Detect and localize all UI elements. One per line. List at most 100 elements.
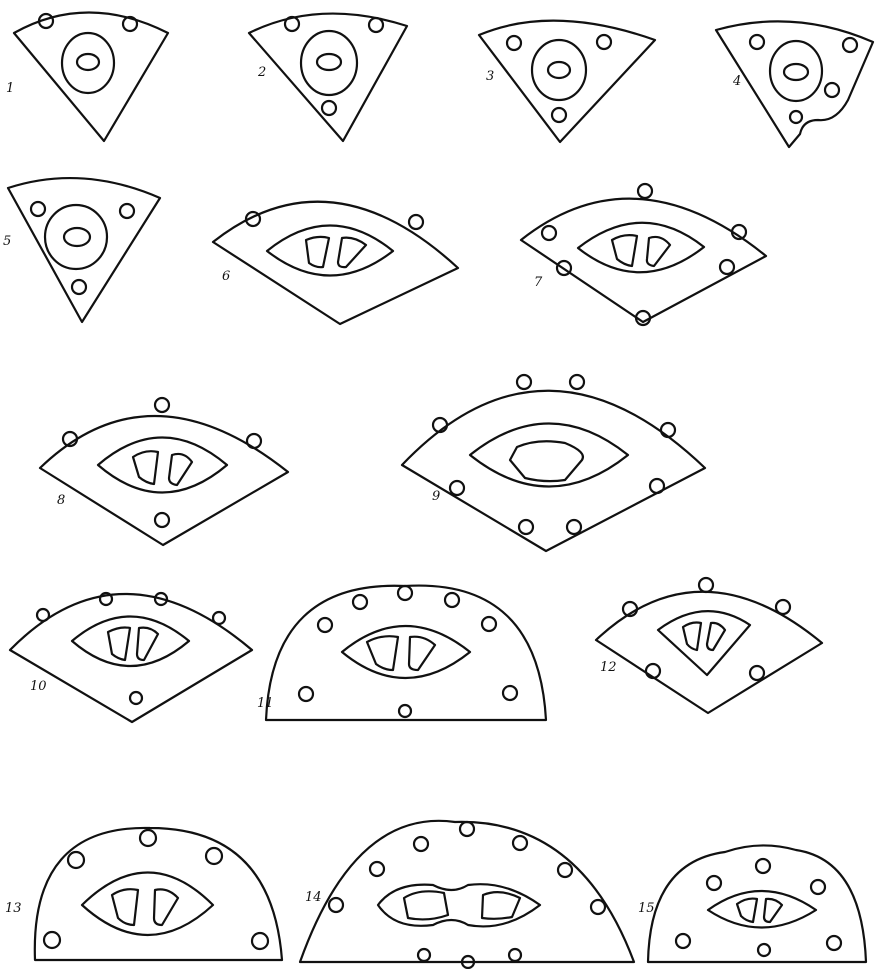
stele-ring [470,424,628,487]
section-outline [402,391,705,551]
vascular-strand-left [612,235,637,266]
section-figure-3: 3 [479,21,655,142]
bundle [318,618,332,632]
vascular-strand-right [154,889,178,925]
bundle [542,226,556,240]
bundle [369,18,383,32]
bundle [699,578,713,592]
section-outline [35,828,282,960]
figure-label-5: 5 [3,234,11,249]
stele-ring [45,205,107,269]
vascular-strand-left [133,451,158,484]
bundle [155,513,169,527]
figure-label-15: 15 [638,901,655,916]
vascular-strand-left [367,636,398,670]
section-outline [596,592,822,713]
figure-label-3: 3 [486,69,494,84]
bundle [140,830,156,846]
stele-ring [267,226,393,276]
bundle [507,36,521,50]
bundle [353,595,367,609]
section-figure-6: 6 [213,202,458,324]
bundle [206,848,222,864]
figure-label-10: 10 [30,679,47,694]
bundle [597,35,611,49]
bundle [247,434,261,448]
bundle [460,822,474,836]
stele-ring [72,617,189,667]
section-figure-2: 2 [249,14,407,141]
bundle [758,944,770,956]
stele-ring [532,40,586,100]
bundle [638,184,652,198]
figure-label-2: 2 [257,65,266,80]
bundle [322,101,336,115]
figure-label-6: 6 [222,269,230,284]
vascular-strand-right [137,628,158,660]
bundle [776,600,790,614]
bundle [44,932,60,948]
vascular-strand-left [306,237,329,267]
bundle [399,705,411,717]
bundle [661,423,675,437]
bundle [418,949,430,961]
vascular-core [64,228,90,246]
bundle [650,479,664,493]
vascular-strand-left [108,628,130,661]
stele-ring [62,33,114,93]
vascular-core [317,54,341,70]
section-figure-11: 11 [257,586,546,720]
section-figure-9: 9 [402,375,705,551]
vascular-strand-left [112,889,138,925]
section-outline [14,13,168,142]
section-outline [213,202,458,324]
bundle [409,215,423,229]
bundle [591,900,605,914]
bundle [31,202,45,216]
vascular-strand-left [683,623,701,651]
bundle [750,666,764,680]
vascular-core [77,54,99,70]
figure-label-4: 4 [732,74,741,89]
bundle [414,837,428,851]
stele-ring [578,223,704,273]
bundle [482,617,496,631]
bundle [398,586,412,600]
section-figure-12: 12 [596,578,822,713]
bundle [285,17,299,31]
bundle [827,936,841,950]
bundle [513,836,527,850]
bundle [329,898,343,912]
bundle [519,520,533,534]
section-outline [8,178,160,322]
bundle [120,204,134,218]
section-figure-8: 8 [40,398,288,545]
vascular-core [510,441,583,481]
section-figure-4: 4 [716,21,873,147]
bundle [552,108,566,122]
bundle [445,593,459,607]
stele-ring [82,873,213,936]
vascular-strand-right [169,454,192,485]
bundle [707,876,721,890]
vascular-strand-right [409,637,435,670]
bundle [509,949,521,961]
section-figure-14: 14 [300,821,634,968]
bundle [517,375,531,389]
bundle [756,859,770,873]
vascular-strand-right [338,238,366,268]
vascular-strand-left [404,891,448,919]
figure-label-7: 7 [534,275,543,290]
bundle [252,933,268,949]
vascular-strand-left [737,899,757,922]
section-figure-7: 7 [521,184,766,325]
bundle [676,934,690,948]
figure-label-11: 11 [257,696,274,711]
bundle [558,863,572,877]
bundle [825,83,839,97]
section-figure-1: 1 [6,13,168,142]
figure-label-13: 13 [5,901,22,916]
bundle [570,375,584,389]
section-figure-15: 15 [638,845,866,962]
